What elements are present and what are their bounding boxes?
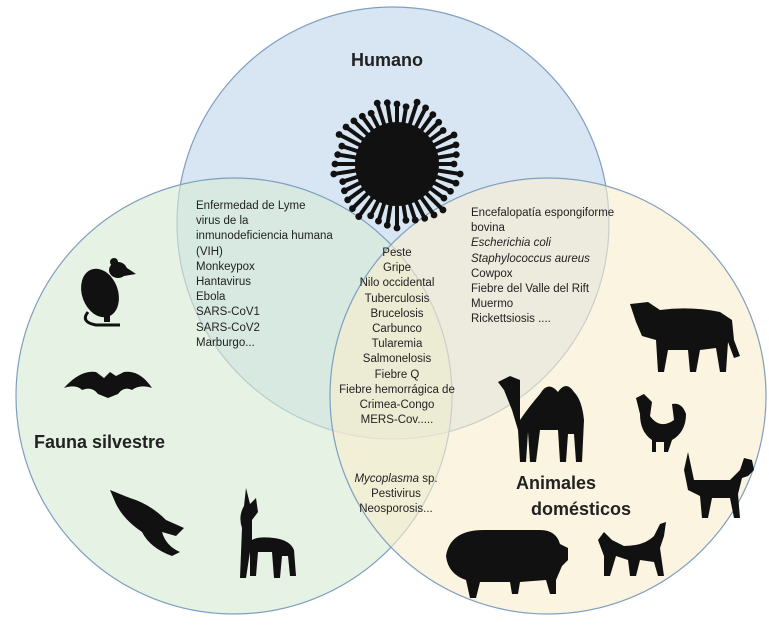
wild-domestic-list: Mycoplasma sp. Pestivirus Neosporosis... (336, 472, 456, 518)
list-item: SARS-CoV1 (196, 305, 333, 320)
list-item: inmunodeficiencia humana (196, 229, 333, 244)
list-item: Pestivirus (336, 487, 456, 502)
list-item: virus de la (196, 214, 333, 229)
list-item: MERS-Cov..... (322, 413, 472, 428)
list-item: Rickettsiosis .... (471, 312, 614, 327)
list-item: Escherichia coli (471, 236, 614, 251)
mycoplasma-text: Mycoplasma (354, 473, 419, 485)
list-item: Crimea-Congo (322, 398, 472, 413)
list-item: Encefalopatía espongiforme (471, 206, 614, 221)
list-item: Neosporosis... (336, 502, 456, 517)
list-item: Tularemia (322, 337, 472, 352)
list-item: Fiebre hemorrágica de (322, 383, 472, 398)
list-item: (VIH) (196, 245, 333, 260)
list-item: Muermo (471, 297, 614, 312)
domestic-label-line1: Animales (516, 470, 631, 496)
list-item: Staphylococcus aureus (471, 252, 614, 267)
mycoplasma-suffix: sp. (419, 473, 438, 485)
list-item: Brucelosis (322, 307, 472, 322)
list-item: Enfermedad de Lyme (196, 199, 333, 214)
list-item: Salmonelosis (322, 352, 472, 367)
all-three-list: Peste Gripe Nilo occidental Tuberculosis… (322, 246, 472, 428)
list-item: bovina (471, 221, 614, 236)
human-wild-list: Enfermedad de Lyme virus de la inmunodef… (196, 199, 333, 351)
list-item: Cowpox (471, 267, 614, 282)
list-item: Hantavirus (196, 275, 333, 290)
list-item: Mycoplasma sp. (336, 472, 456, 487)
list-item: Fiebre del Valle del Rift (471, 282, 614, 297)
human-domestic-list: Encefalopatía espongiforme bovina Escher… (471, 206, 614, 328)
domestic-label: Animales domésticos (516, 470, 631, 522)
list-item: Gripe (322, 261, 472, 276)
list-item: Nilo occidental (322, 276, 472, 291)
list-item: Ebola (196, 290, 333, 305)
list-item: Fiebre Q (322, 368, 472, 383)
list-item: Tuberculosis (322, 292, 472, 307)
list-item: Marburgo... (196, 336, 333, 351)
list-item: SARS-CoV2 (196, 321, 333, 336)
human-label: Humano (351, 50, 423, 71)
list-item: Monkeypox (196, 260, 333, 275)
wild-label: Fauna silvestre (34, 432, 165, 453)
list-item: Peste (322, 246, 472, 261)
list-item: Carbunco (322, 322, 472, 337)
domestic-label-line2: domésticos (516, 496, 631, 522)
